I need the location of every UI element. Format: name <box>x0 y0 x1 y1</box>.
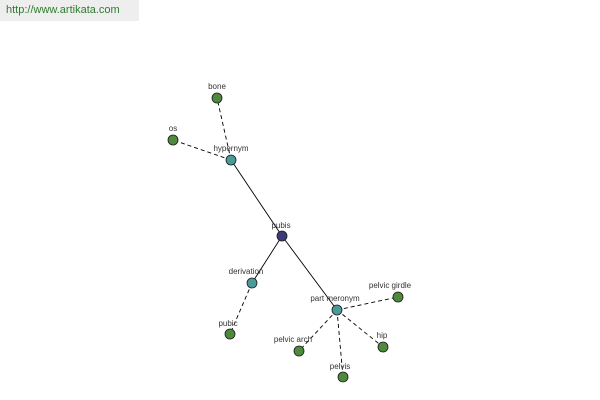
node-hip[interactable] <box>377 341 389 353</box>
node-pelvic-girdle[interactable] <box>392 291 404 303</box>
node-label-pubis: pubis <box>271 221 290 230</box>
node-label-hip: hip <box>377 331 388 340</box>
node-hypernym[interactable] <box>225 154 237 166</box>
node-label-pubic: pubic <box>218 319 237 328</box>
nodes-layer <box>167 92 404 383</box>
edge-part-meronym-to-pelvis <box>336 309 344 378</box>
watermark-url: http://www.artikata.com <box>6 4 120 16</box>
node-label-part-meronym: part meronym <box>310 294 360 303</box>
node-os[interactable] <box>167 134 179 146</box>
node-label-bone: bone <box>208 82 226 91</box>
node-pelvic-arch[interactable] <box>293 345 305 357</box>
node-bone[interactable] <box>211 92 223 104</box>
edge-part-meronym-to-hip <box>336 309 384 348</box>
node-label-hypernym: hypernym <box>213 144 248 153</box>
edge-hypernym-to-os <box>172 139 232 161</box>
node-pelvis[interactable] <box>337 371 349 383</box>
node-label-pelvis: pelvis <box>330 362 350 371</box>
node-pubic[interactable] <box>224 328 236 340</box>
node-label-derivation: derivation <box>229 267 264 276</box>
edge-hypernym-to-bone <box>216 97 232 161</box>
edge-pubis-to-hypernym <box>230 159 283 237</box>
node-part-meronym[interactable] <box>331 304 343 316</box>
edge-part-meronym-to-pelvic-girdle <box>336 296 399 311</box>
node-label-pelvic-arch: pelvic arch <box>274 335 312 344</box>
labels-layer: pubis hypernym derivation part meronym bone o… <box>169 82 412 371</box>
edge-part-meronym-to-pelvic-arch <box>298 309 338 352</box>
edge-pubis-to-part-meronym <box>281 235 338 311</box>
watermark-bar: http://www.artikata.com <box>0 0 139 21</box>
edge-pubis-to-derivation <box>251 235 283 284</box>
node-label-pelvic-girdle: pelvic girdle <box>369 281 412 290</box>
node-derivation[interactable] <box>246 277 258 289</box>
node-label-os: os <box>169 124 177 133</box>
edge-derivation-to-pubic <box>229 282 253 335</box>
edges-layer <box>172 97 399 378</box>
node-pubis[interactable] <box>276 230 288 242</box>
